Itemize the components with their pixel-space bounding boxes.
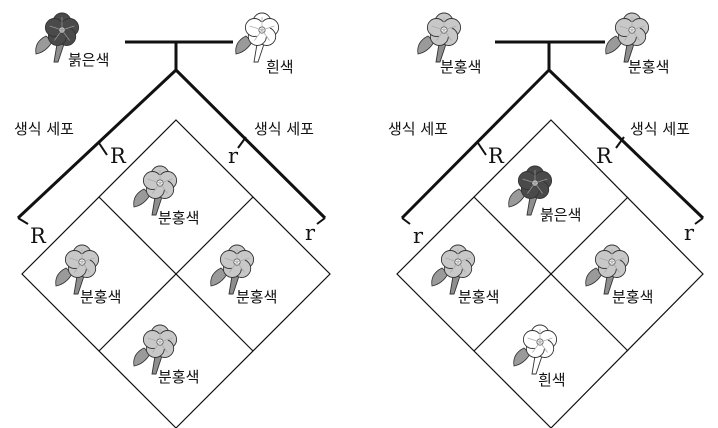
- cell-label: 분홍색: [158, 368, 199, 386]
- flower-icon: [605, 12, 650, 63]
- right-punnett-grid: [396, 119, 704, 428]
- allele-label: r: [684, 221, 695, 245]
- allele-label: r: [305, 221, 316, 245]
- left-punnett-grid: [21, 119, 331, 428]
- left-cell-bottom: 분홍색: [133, 324, 199, 386]
- flower-icon: [210, 244, 255, 295]
- left-cell-right: 분홍색: [210, 244, 277, 306]
- parent-label: 분홍색: [440, 58, 481, 76]
- cell-label: 흰색: [538, 371, 566, 389]
- left-cell-left: 분홍색: [55, 244, 121, 306]
- right-cell-top: 붉은색: [508, 165, 581, 224]
- allele-label: R: [488, 144, 505, 168]
- flower-icon: [431, 244, 476, 295]
- cell-label: 분홍색: [236, 288, 277, 306]
- gamete-label: 생식 세포: [630, 120, 690, 138]
- gamete-label: 생식 세포: [388, 120, 448, 138]
- cell-label: 붉은색: [540, 206, 581, 224]
- gamete-label: 생식 세포: [254, 120, 314, 138]
- flower-icon: [585, 244, 630, 295]
- flower-icon: [133, 165, 178, 216]
- allele-label: r: [413, 224, 424, 248]
- gamete-label: 생식 세포: [14, 120, 74, 138]
- right-cell-left: 분홍색: [431, 244, 499, 306]
- right-parent-pink-2: 분홍색: [605, 12, 669, 76]
- flower-icon: [133, 324, 178, 375]
- right-cell-bottom: 흰색: [513, 324, 566, 389]
- right-cross-lines: [400, 40, 705, 225]
- allele-label: R: [596, 144, 613, 168]
- left-cross-lines: [16, 40, 327, 225]
- flower-icon: [235, 12, 280, 63]
- allele-label: r: [228, 144, 239, 168]
- left-parent-white: 흰색: [235, 12, 294, 76]
- right-parent-pink-1: 분홍색: [417, 12, 481, 76]
- left-panel: 붉은색 흰색 생식 세포 생식 세포 R r R r 분홍색 분홍색 분홍색 분…: [14, 12, 331, 428]
- parent-label: 분홍색: [628, 58, 669, 76]
- cell-label: 분홍색: [612, 288, 653, 306]
- flower-icon: [55, 244, 100, 295]
- parent-label: 붉은색: [68, 51, 109, 69]
- allele-label: R: [110, 144, 127, 168]
- flower-icon: [417, 12, 462, 63]
- allele-label: R: [30, 224, 47, 248]
- cell-label: 분홍색: [158, 209, 199, 227]
- left-parent-red: 붉은색: [35, 12, 109, 69]
- cell-label: 분홍색: [458, 288, 499, 306]
- flower-icon: [35, 12, 80, 63]
- right-cell-right: 분홍색: [585, 244, 653, 306]
- right-panel: 분홍색 분홍색 생식 세포 생식 세포 R R r r 붉은색 분홍색 분홍색 …: [388, 12, 705, 428]
- parent-label: 흰색: [266, 58, 294, 76]
- cell-label: 분홍색: [80, 288, 121, 306]
- flower-icon: [508, 165, 553, 216]
- left-cell-top: 분홍색: [133, 165, 199, 227]
- flower-icon: [513, 324, 558, 375]
